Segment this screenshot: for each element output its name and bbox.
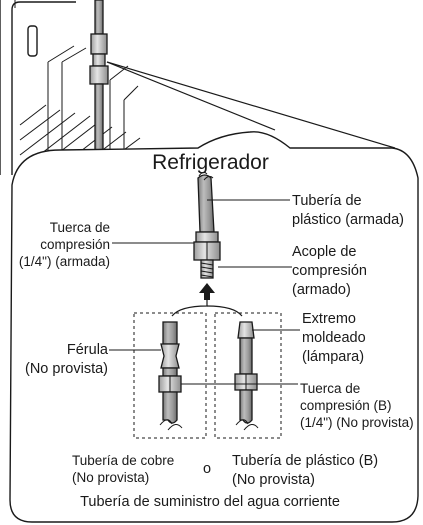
plastic-tube-b [234,321,259,431]
label-line: Tuerca de [300,381,361,396]
label-plastic-tube-b: Tubería de plástico (B) (No provista) [232,452,378,490]
label-nut-armada: Tuerca de compresión (1/4") (armada) [18,219,110,270]
label-line: (No provista) [72,470,150,485]
copper-tube [158,321,183,431]
label-coupler: Acople de compresión (armado) [292,243,367,300]
callout-panel [9,131,419,523]
label-or: o [202,461,212,477]
top-water-line [89,0,109,155]
leader-lines [109,199,300,385]
up-arrow-icon [199,283,215,300]
label-line: Extremo [302,311,356,327]
label-line: moldeado [302,330,366,346]
label-line: (No provista) [25,361,108,377]
label-line: (armado) [292,282,351,298]
label-line: plástico (armada) [292,212,405,228]
label-molded-end: Extremo moldeado (lámpara) [302,310,366,367]
label-line: Tubería de plástico (B) [232,453,379,469]
label-line: compresión [40,237,110,252]
branch-lines [171,300,243,317]
zoom-lines [106,61,396,149]
main-tube [197,171,215,233]
label-line: Tuerca de [49,220,110,235]
label-copper-tube: Tubería de cobre (No provista) [72,452,174,486]
label-line: Tubería de cobre [72,453,175,468]
label-line: (No provista) [232,472,315,488]
copper-option-box [133,312,207,439]
label-line: (lámpara) [302,349,365,365]
label-plastic-tube-top: Tubería de plástico (armada) [292,192,404,230]
label-line: Tubería de [292,193,362,209]
label-nut-b: Tuerca de compresión (B) (1/4") (No prov… [300,380,414,431]
label-line: compresión [292,263,367,279]
label-line: Férula [66,342,108,358]
plastic-option-box [214,312,282,439]
diagram-title: Refrigerador [152,151,269,174]
label-line: Acople de [292,244,357,260]
label-line: compresión (B) [300,398,392,413]
label-ferrule: Férula (No provista) [16,341,108,379]
compression-nut-armada [193,231,221,279]
label-line: (1/4") (armada) [18,254,110,269]
label-supply: Tubería de suministro del agua corriente [80,494,340,510]
label-line: (1/4") (No provista) [300,415,414,430]
